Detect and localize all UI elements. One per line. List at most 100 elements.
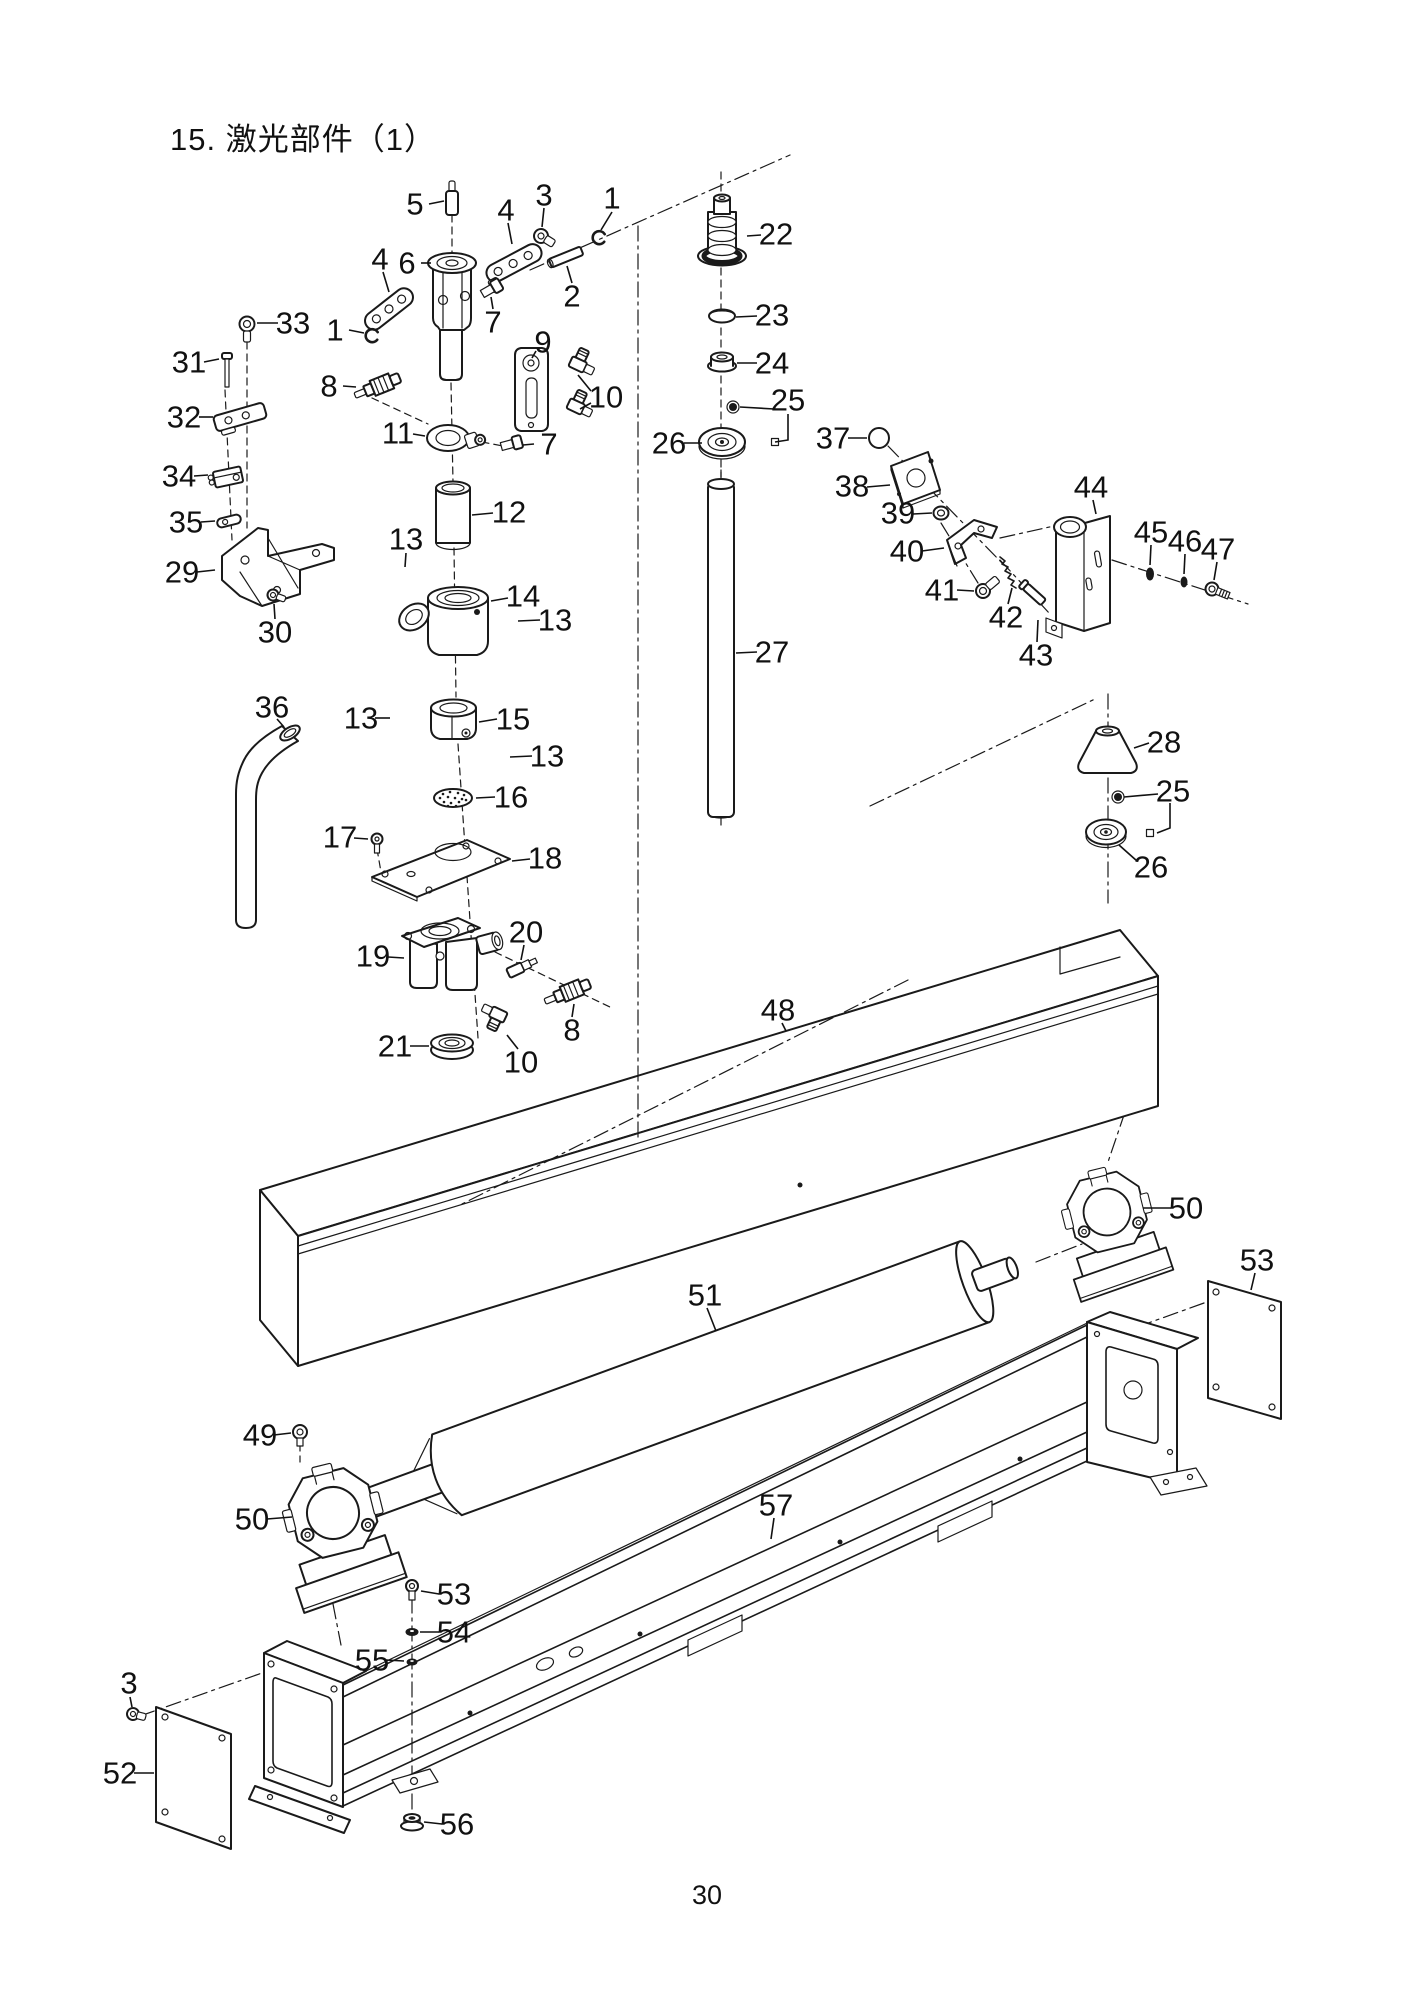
- part-41-bolt: [975, 575, 1000, 599]
- part-number-label: 48: [761, 993, 795, 1028]
- leader-line: [412, 433, 426, 437]
- part-number-label: 24: [755, 346, 789, 381]
- part-34-block: [207, 465, 244, 489]
- part-53-screw-mid: [405, 1579, 419, 1601]
- leader-line: [921, 547, 945, 552]
- part-number-label: 52: [103, 1756, 137, 1791]
- part-number-label: 23: [755, 298, 789, 333]
- leader-line: [511, 858, 531, 862]
- part-number-label: 8: [320, 369, 337, 404]
- part-number-label: 53: [437, 1577, 471, 1612]
- part-number-label: 3: [535, 178, 552, 213]
- part-53-plate-right: [1207, 1280, 1282, 1420]
- part-1-ering-top: [589, 228, 608, 247]
- part-39-ring: [932, 505, 950, 521]
- part-31-screw: [221, 352, 233, 388]
- part-43-pin: [1018, 579, 1047, 606]
- leader-line: [1036, 619, 1039, 643]
- part-number-label: 6: [398, 246, 415, 281]
- leader-line: [509, 755, 533, 758]
- part-38-plate: [890, 451, 941, 509]
- part-number-label: 25: [1156, 774, 1190, 809]
- part-15-collar: [430, 698, 477, 740]
- part-17-screw: [370, 832, 384, 854]
- part-number-label: 18: [528, 841, 562, 876]
- part-number-label: 32: [167, 400, 201, 435]
- leader-line: [129, 1696, 133, 1708]
- leader-line: [522, 443, 535, 446]
- leader-line: [566, 265, 573, 284]
- part-number-label: 55: [355, 1643, 389, 1678]
- leader-line: [342, 385, 357, 388]
- leader-line: [1213, 561, 1218, 581]
- part-26-bearing-left: [698, 427, 746, 460]
- leader-line: [196, 569, 216, 573]
- leader-line: [781, 1022, 787, 1032]
- part-7-screw-top: [479, 277, 505, 299]
- assembly-boundary-lines: [457, 225, 909, 1207]
- leader-line: [770, 1517, 775, 1540]
- part-number-label: 46: [1168, 524, 1202, 559]
- part-14-housing: [398, 586, 489, 656]
- leader-line: [276, 718, 285, 728]
- part-32-clamp: [212, 402, 268, 436]
- leader-line: [706, 1307, 717, 1332]
- part-50-clamp-right: [1048, 1156, 1177, 1304]
- leader-line: [475, 796, 496, 799]
- leader-line: [387, 956, 405, 959]
- part-number-label: 45: [1134, 515, 1168, 550]
- leader-line: [273, 1432, 292, 1436]
- part-37-ball: [868, 427, 890, 449]
- part-56-grommet: [400, 1813, 424, 1832]
- leader-line: [531, 350, 537, 359]
- leader-line: [520, 944, 525, 961]
- part-number-label: 3: [120, 1666, 137, 1701]
- part-number-label: 40: [890, 534, 924, 569]
- part-number-label: 12: [492, 495, 526, 530]
- part-50-clamp-left: [267, 1450, 411, 1615]
- part-number-label: 25: [771, 383, 805, 418]
- part-number-label: 14: [506, 579, 540, 614]
- leader-line: [735, 651, 758, 654]
- leader-line: [956, 589, 975, 592]
- leader-line: [735, 315, 758, 318]
- part-10-elbow-lower: [474, 1001, 509, 1034]
- leader-line: [1156, 803, 1171, 834]
- part-2-pin: [546, 246, 584, 269]
- part-35-link: [216, 513, 242, 529]
- part-8-fitting-lower: [541, 975, 594, 1010]
- part-number-label: 13: [344, 701, 378, 736]
- part-number-label: 8: [563, 1013, 580, 1048]
- part-number-label: 9: [534, 325, 551, 360]
- part-3-screw-bottom: [126, 1707, 147, 1721]
- part-47-screw: [1204, 581, 1231, 600]
- leader-line: [912, 512, 933, 515]
- part-number-label: 41: [925, 573, 959, 608]
- part-number-label: 13: [538, 603, 572, 638]
- part-number-label: 15: [496, 702, 530, 737]
- part-number-label: 19: [356, 939, 390, 974]
- part-28-cone: [1077, 725, 1138, 774]
- part-number-label: 7: [484, 305, 501, 340]
- part-number-label: 10: [504, 1045, 538, 1080]
- part-number-label: 7: [540, 427, 557, 462]
- part-29-bracket: [221, 527, 335, 607]
- leader-line: [273, 603, 276, 620]
- part-45-washer: [1146, 567, 1154, 581]
- part-number-label: 30: [258, 615, 292, 650]
- part-number-label: 51: [688, 1278, 722, 1313]
- leader-line: [404, 552, 407, 568]
- leader-line: [600, 211, 613, 231]
- part-54-washer: [405, 1628, 419, 1636]
- leader-line: [579, 402, 592, 410]
- part-5-pin: [445, 180, 459, 216]
- leader-line: [1092, 499, 1097, 515]
- leader-line: [266, 1516, 293, 1520]
- part-33-screw: [238, 315, 256, 343]
- part-number-label: 43: [1019, 638, 1053, 673]
- part-number-label: 33: [276, 306, 310, 341]
- leader-line: [1118, 844, 1138, 862]
- part-number-label: 10: [589, 380, 623, 415]
- leader-line: [1007, 587, 1013, 605]
- part-44-bracket: [1045, 515, 1111, 639]
